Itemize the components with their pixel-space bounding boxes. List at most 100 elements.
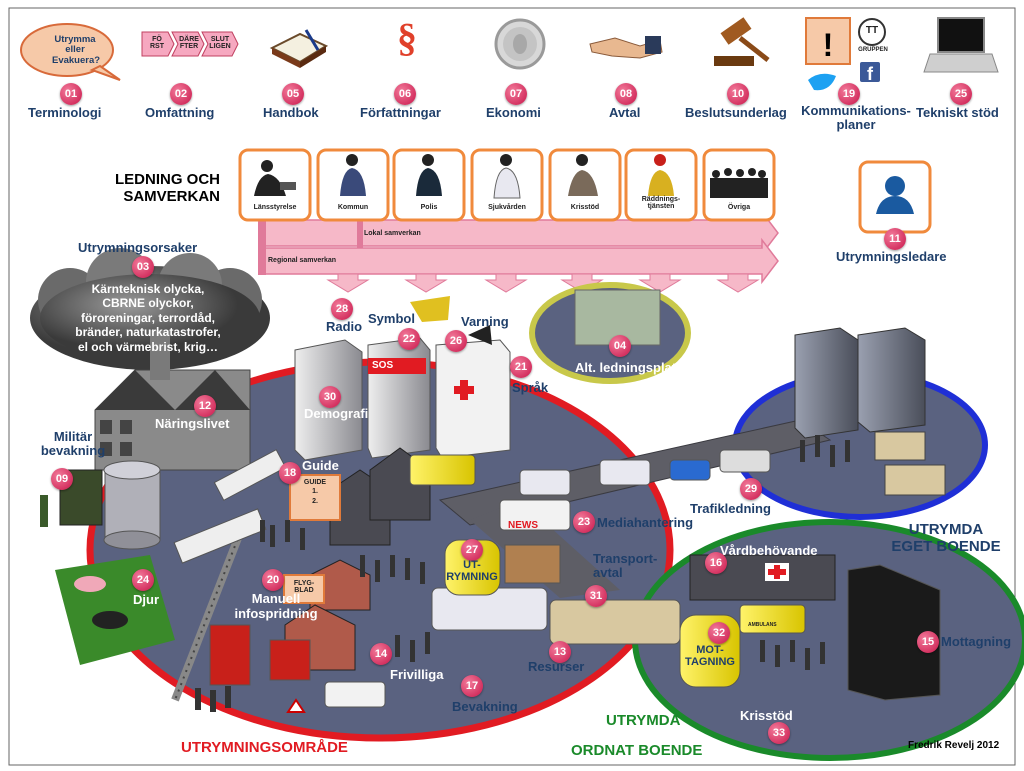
badge-19: 19 [838,83,860,105]
label-frivilliga: Frivilliga [390,667,444,682]
factory-building [94,330,251,471]
actor-kommun: Kommun [337,204,369,211]
badge-29: 29 [740,478,762,500]
label-kommunikationsplaner: Kommunikations- planer [801,103,911,133]
tt-logo-text: GRUPPEN [858,47,888,53]
badge-11: 11 [884,228,906,250]
label-avtal: Avtal [609,105,641,120]
label-mediahantering: Mediahantering [597,515,694,530]
handbook-icon [269,29,329,68]
label-naringslivet: Näringslivet [155,416,230,431]
vehicles [173,449,806,708]
badge-03: 03 [132,256,154,278]
svg-text:!: ! [823,27,834,63]
area-organized-title-2: ORDNAT BOENDE [571,742,703,759]
scope-arrow-3: SLUT LIGEN [209,36,231,50]
label-sprak: Språk [512,380,549,395]
badge-33: 33 [768,722,790,744]
scope-arrow-1: FÖ RST [150,36,164,50]
causes-text: Kärnteknisk olycka, CBRNE olyckor, föror… [75,282,221,354]
reception-building [689,554,941,701]
label-bevakning: Bevakning [452,699,518,714]
label-djur: Djur [133,592,159,607]
badge-32: 32 [708,622,730,644]
terminology-bubble-icon [20,23,121,81]
cow-icon [92,611,128,629]
flyer-card [283,574,325,604]
causes-title: Utrymningsorsaker [78,240,198,255]
guide-card [289,474,341,521]
label-manuell-infospridning: Manuell infospridning [234,591,318,621]
badge-18: 18 [279,462,301,484]
label-terminologi: Terminologi [28,105,102,120]
badge-15: 15 [917,631,939,653]
coin-icon [494,18,546,70]
frame [8,7,1016,766]
label-varning: Varning [461,314,509,329]
actor-krisstod: Krisstöd [570,204,600,211]
area-own-home-title: UTRYMDA EGET BOENDE [891,521,1001,555]
actor-sjukvarden: Sjukvården [488,204,526,211]
causes-cloud [30,248,270,370]
label-transportavtal: Transport- avtal [593,551,658,581]
handshake-icon [589,36,663,59]
badge-31: 31 [585,585,607,607]
label-forfattningar: Författningar [360,105,441,120]
scope-arrow-2: DÄRE FTER [179,36,199,50]
label-utrymningsledare: Utrymningsledare [836,249,947,264]
label-mottagning: Mottagning [941,634,1012,649]
badge-20: 20 [262,569,284,591]
actor-raddningstjansten: Räddnings- tjänsten [641,196,681,210]
label-trafikledning: Trafikledning [690,501,771,516]
flyer-card-text: FLYG- BLAD [293,580,315,594]
badge-16: 16 [705,552,727,574]
credit: Fredrik Revelj 2012 [908,740,1000,751]
label-handbok: Handbok [263,105,319,120]
gavel-icon [714,17,770,66]
badge-08: 08 [615,83,637,105]
actor-polis: Polis [420,204,438,211]
media-table [504,544,561,584]
leader-box [858,160,932,234]
area-organized-title-1: UTRYMDA [606,712,681,729]
badge-30: 30 [319,386,341,408]
lokal-samverkan-label: Lokal samverkan [364,230,421,237]
label-utrymning-tent: UT- RYMNING [446,559,498,584]
label-ekonomi: Ekonomi [486,105,541,120]
towers-center [294,337,511,461]
badge-06: 06 [394,83,416,105]
badge-10: 10 [727,83,749,105]
guide-card-text: GUIDE 1. 2. [303,479,327,505]
news-sign: NEWS [508,520,538,531]
label-militar-bevakning: Militär bevakning [40,429,106,459]
warning-triangle [286,698,306,713]
label-omfattning: Omfattning [145,105,215,120]
paragraph-symbol: § [397,15,417,60]
towers-own-home [794,327,946,496]
badge-12: 12 [194,395,216,417]
label-tekniskt-stod: Tekniskt stöd [916,105,999,120]
samverkan-arrows [258,200,779,293]
badge-21: 21 [510,356,532,378]
megaphone-icon [468,325,492,345]
label-krisstod: Krisstöd [740,708,793,723]
social-icons: ! f [805,17,886,91]
actor-lansstyrelse: Länsstyrelse [253,204,297,211]
badge-01: 01 [60,83,82,105]
laptop-icon [923,17,999,73]
badge-23: 23 [573,511,595,533]
badge-09: 09 [51,468,73,490]
badge-24: 24 [132,569,154,591]
regional-samverkan-label: Regional samverkan [268,257,337,264]
sos-sign: SOS [372,360,394,371]
people [40,435,850,712]
tank [103,460,161,550]
terminology-bubble-text: Utrymma eller Evakuera? [52,34,101,66]
badge-07: 07 [505,83,527,105]
label-radio: Radio [326,319,363,334]
railway [171,518,249,702]
badge-17: 17 [461,675,483,697]
leadership-title: LEDNING OCH SAMVERKAN [115,171,220,205]
scope-arrows-icon [141,31,239,57]
